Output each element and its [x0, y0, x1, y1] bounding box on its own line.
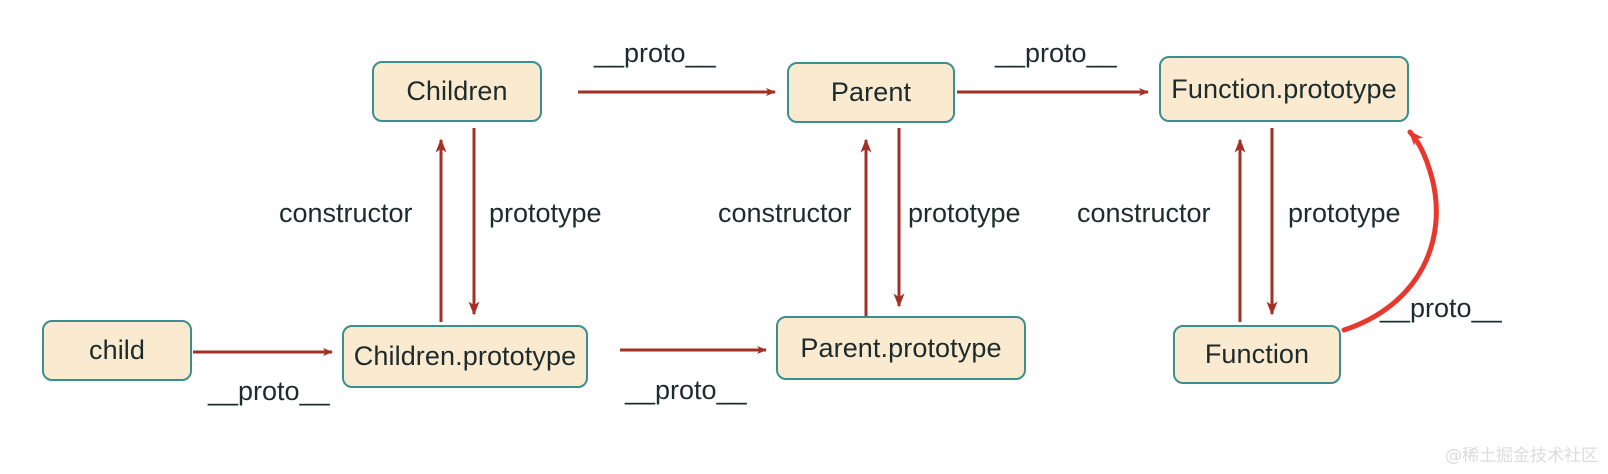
edge-label-prototype-function: prototype — [1288, 198, 1401, 228]
node-function-prototype-label: Function.prototype — [1171, 73, 1397, 104]
edge-label-prototype-children: prototype — [489, 198, 602, 228]
edge-label-proto-children-parent: __proto__ — [594, 38, 716, 68]
node-child-label: child — [88, 335, 146, 365]
edge-label-prototype-parent: prototype — [908, 198, 1021, 228]
edge-label-constructor-children: constructor — [279, 198, 413, 228]
node-parent[interactable]: Parent — [787, 62, 955, 123]
node-children-prototype-label: Children.prototype — [353, 341, 577, 371]
edge-label-proto-child-children-prototype: __proto__ — [208, 376, 330, 406]
node-function-label: Function — [1204, 339, 1310, 369]
node-parent-prototype-label: Parent.prototype — [800, 332, 1002, 363]
watermark: @稀土掘金技术社区 — [1445, 446, 1598, 466]
node-parent-prototype[interactable]: Parent.prototype — [776, 316, 1026, 380]
edge-label-constructor-function: constructor — [1077, 198, 1211, 228]
node-child[interactable]: child — [42, 320, 192, 381]
edge-label-proto-function-function-prototype: __proto__ — [1380, 293, 1502, 323]
node-function-prototype[interactable]: Function.prototype — [1159, 56, 1409, 122]
node-children[interactable]: Children — [372, 61, 542, 122]
node-function[interactable]: Function — [1173, 325, 1341, 384]
node-children-label: Children — [406, 76, 508, 106]
node-children-prototype[interactable]: Children.prototype — [342, 325, 588, 388]
node-parent-label: Parent — [830, 77, 912, 107]
edge-label-proto-children-prototype-parent-prototype: __proto__ — [625, 375, 747, 405]
edge-label-constructor-parent: constructor — [718, 198, 852, 228]
edge-label-proto-parent-function-prototype: __proto__ — [995, 38, 1117, 68]
